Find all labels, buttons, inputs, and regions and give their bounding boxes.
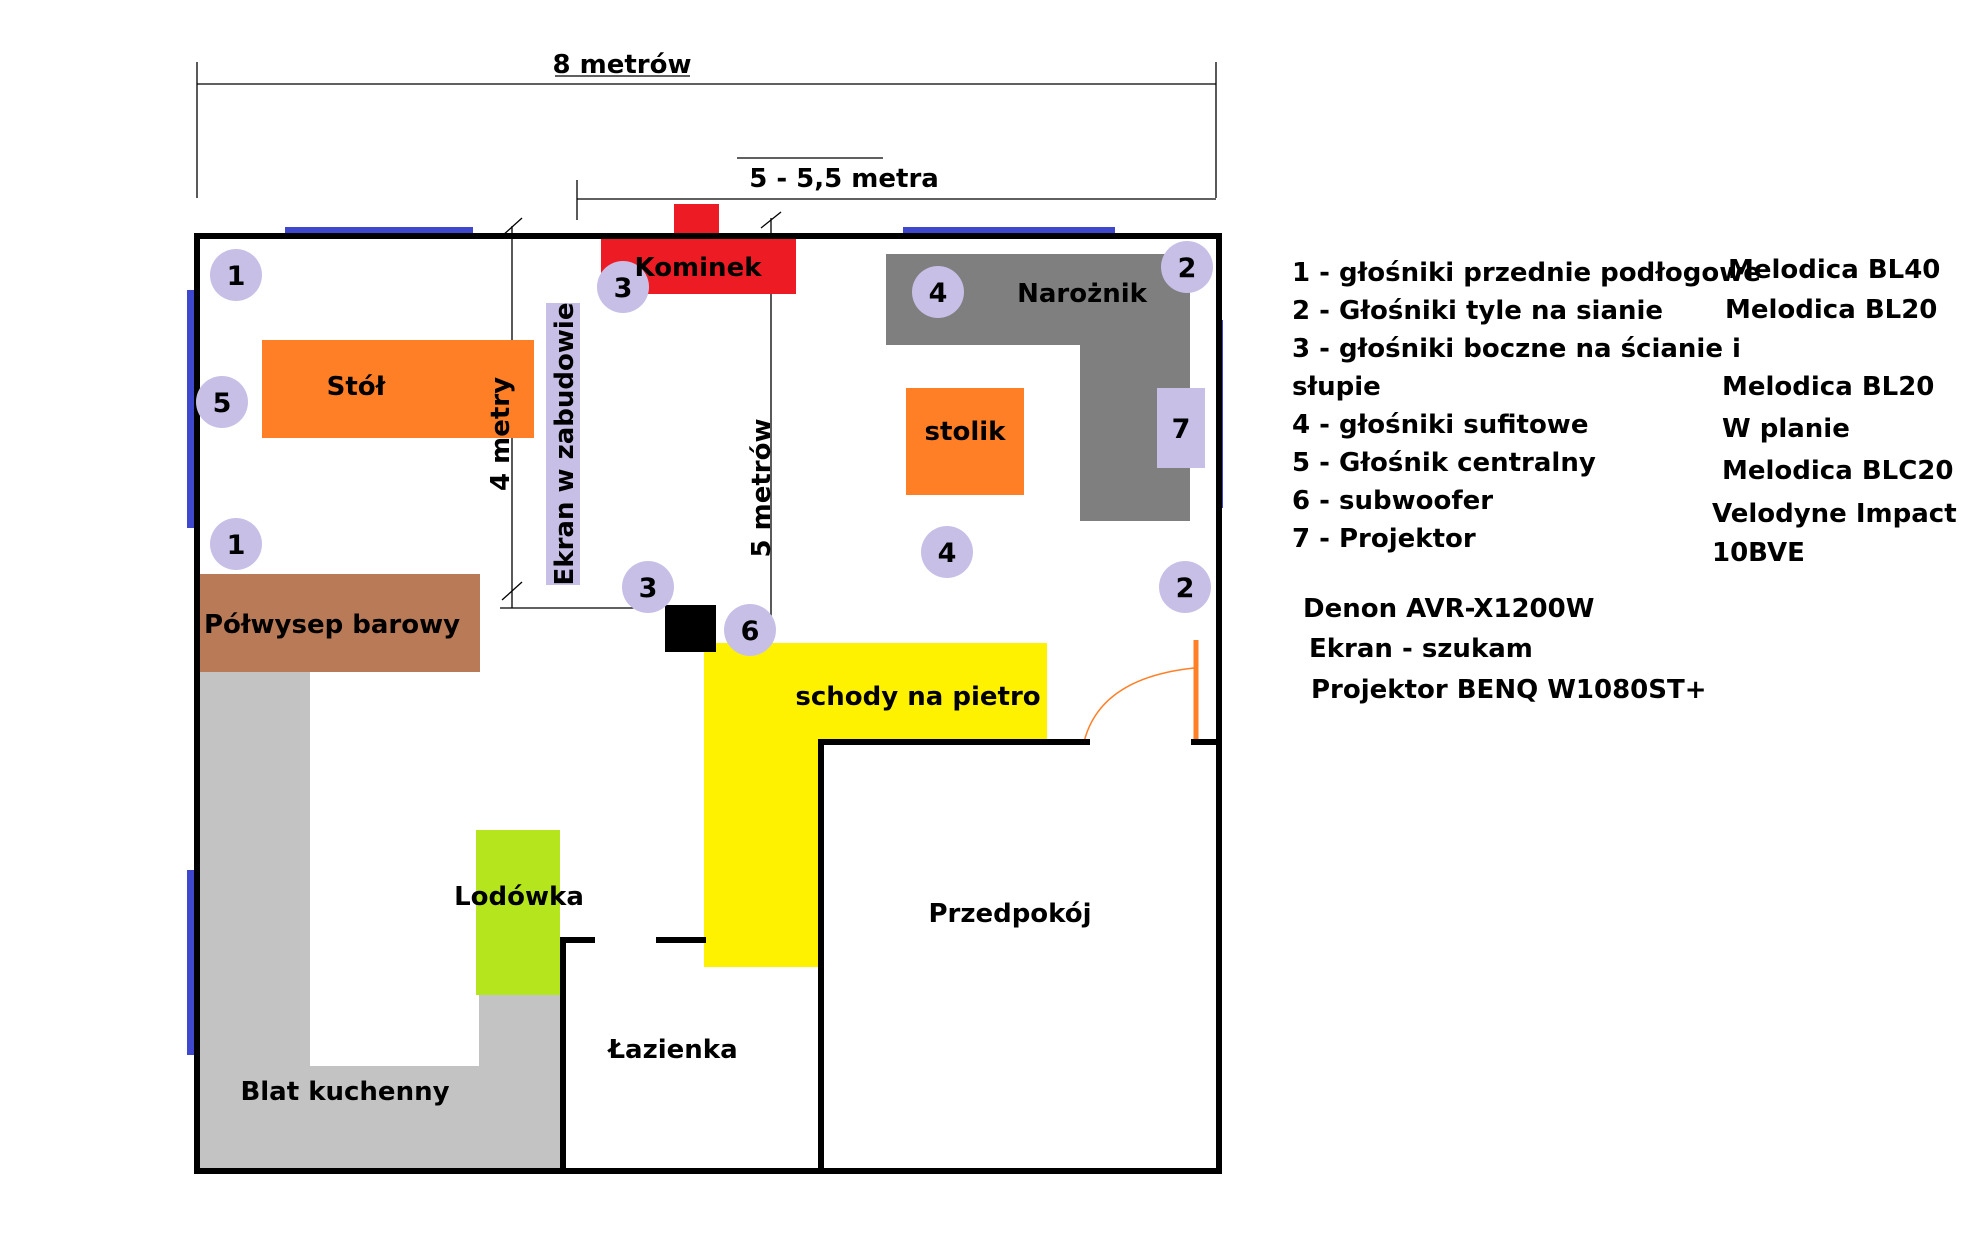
label-screen: Ekran w zabudowie — [550, 303, 580, 586]
label-bar: Półwysep barowy — [204, 610, 460, 640]
legend-list: 1 - głośniki przednie podłogowe 2 - Głoś… — [1292, 254, 1761, 558]
label-fridge: Lodówka — [454, 882, 584, 912]
kitchen-counter — [200, 672, 560, 1168]
screen-panel — [546, 303, 580, 585]
label-hallway: Przedpokój — [928, 899, 1091, 929]
marker-3-bottom: 3 — [639, 573, 658, 604]
marker-3-top: 3 — [614, 273, 633, 304]
model-bl20-rear: Melodica BL20 — [1725, 295, 1938, 325]
bar-peninsula — [200, 574, 480, 672]
marker-4-bottom: 4 — [938, 538, 957, 569]
dim-inner-width: 5 - 5,5 metra — [749, 164, 939, 194]
legend-item: 6 - subwoofer — [1292, 486, 1494, 516]
legend-item: słupie — [1292, 372, 1381, 402]
equipment-screen: Ekran - szukam — [1309, 634, 1533, 664]
label-fireplace: Kominek — [635, 253, 763, 283]
legend-item: 2 - Głośniki tyle na sianie — [1292, 296, 1664, 326]
marker-1-bottom: 1 — [227, 530, 246, 561]
dim-depth-left: 4 metry — [486, 377, 516, 491]
model-ceiling: W planie — [1722, 414, 1850, 444]
subwoofer-box — [665, 605, 716, 652]
label-coffee-table: stolik — [925, 417, 1007, 447]
label-bathroom: Łazienka — [606, 1035, 737, 1065]
dim-depth-right: 5 metrów — [747, 418, 777, 557]
label-kitchen-counter: Blat kuchenny — [240, 1077, 449, 1107]
label-corner-sofa: Narożnik — [1017, 279, 1148, 309]
corner-sofa — [886, 254, 1190, 521]
legend-item: 7 - Projektor — [1292, 524, 1476, 554]
legend-item: 5 - Głośnik centralny — [1292, 448, 1596, 478]
label-table: Stół — [327, 372, 387, 402]
fridge — [476, 830, 560, 995]
marker-5: 5 — [213, 388, 232, 419]
dim-total-width: 8 metrów — [552, 50, 691, 80]
marker-4-top: 4 — [929, 278, 948, 309]
marker-2-bottom: 2 — [1176, 573, 1195, 604]
legend-item: 4 - głośniki sufitowe — [1292, 410, 1589, 440]
marker-1-top: 1 — [227, 261, 246, 292]
walls — [194, 233, 1222, 1174]
marker-7: 7 — [1172, 414, 1191, 445]
model-bl40: Melodica BL40 — [1728, 255, 1941, 285]
model-velodyne: Velodyne Impact — [1712, 499, 1957, 529]
model-bl20-side: Melodica BL20 — [1722, 372, 1935, 402]
legend-item: 3 - głośniki boczne na ścianie i — [1292, 334, 1741, 364]
markers — [196, 241, 1213, 656]
marker-6: 6 — [741, 616, 760, 647]
dining-table — [262, 340, 534, 438]
marker-2-top: 2 — [1178, 253, 1197, 284]
equipment-receiver: Denon AVR-X1200W — [1303, 594, 1595, 624]
door-swing — [1083, 667, 1195, 743]
model-velodyne-2: 10BVE — [1712, 538, 1805, 568]
projector-box — [1157, 388, 1205, 468]
equipment-projector: Projektor BENQ W1080ST+ — [1311, 675, 1707, 705]
coffee-table — [906, 388, 1024, 495]
stairs — [704, 643, 1047, 967]
label-stairs: schody na pietro — [795, 682, 1040, 712]
legend-item: 1 - głośniki przednie podłogowe — [1292, 258, 1761, 288]
model-blc20: Melodica BLC20 — [1722, 456, 1954, 486]
